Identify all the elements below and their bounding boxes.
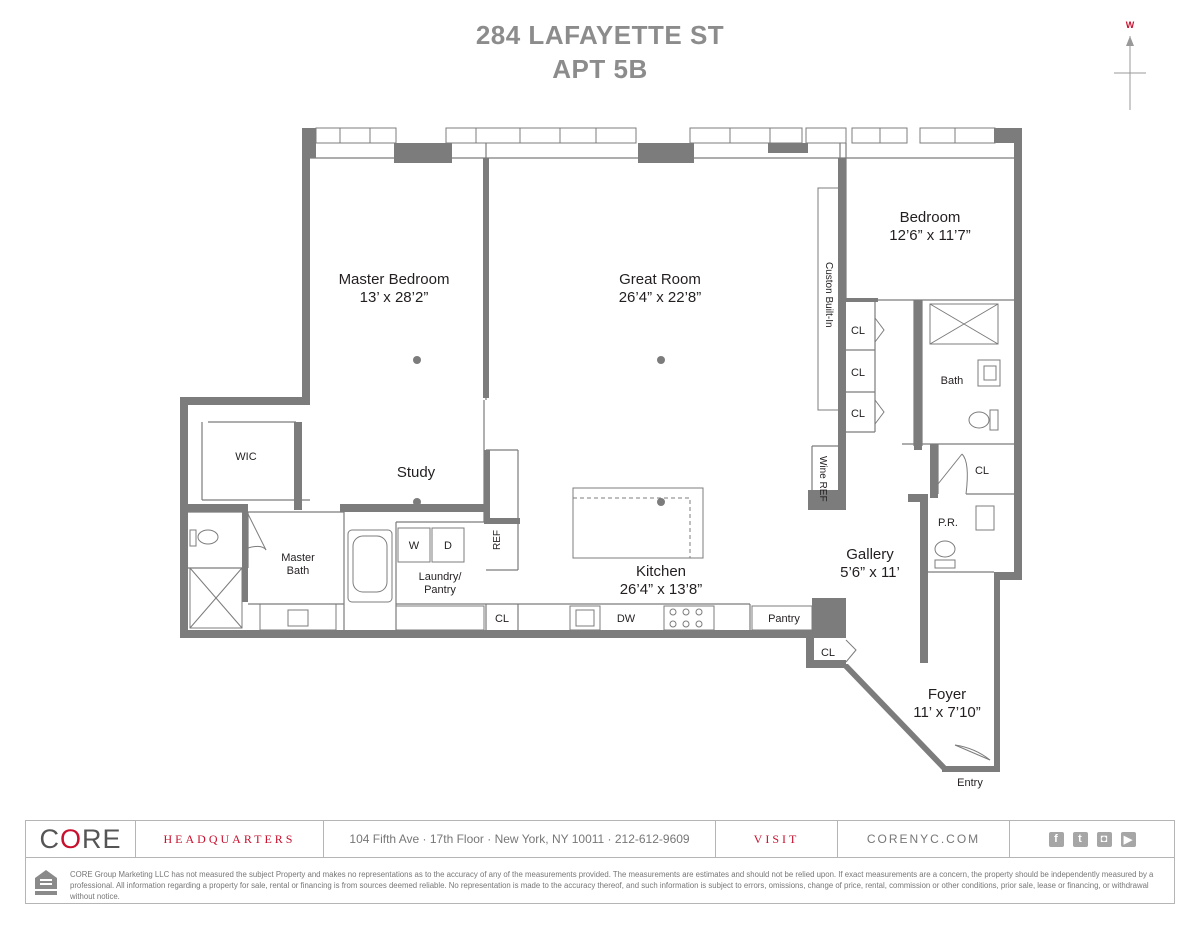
kitchen-dims: 26’4” x 13’8” xyxy=(620,581,703,598)
apartment-title: APT 5B xyxy=(552,54,648,84)
master-bath-sink xyxy=(287,609,309,627)
master-bedroom-dims: 13’ x 28’2” xyxy=(360,289,429,306)
entry-label: Entry xyxy=(957,777,983,789)
bedroom-name: Bedroom xyxy=(900,209,961,226)
headquarters-cell: HEADQUARTERS xyxy=(136,821,324,857)
dryer-label: D xyxy=(444,540,452,552)
youtube-icon[interactable]: ▶ xyxy=(1120,831,1136,847)
visit-label: VISIT xyxy=(753,831,800,846)
bedroom-dims: 12’6” x 11’7” xyxy=(889,227,970,244)
address-title: 284 LAFAYETTE ST xyxy=(475,20,725,50)
ref-label: REF xyxy=(492,530,503,550)
bathtub xyxy=(347,529,393,603)
logo-re: RE xyxy=(82,823,122,854)
pantry-label: Pantry xyxy=(768,613,800,625)
visit-cell: VISIT xyxy=(716,821,838,857)
master-shower xyxy=(189,567,243,629)
study-label: Study xyxy=(397,464,436,481)
floor-plan: W xyxy=(180,20,1146,789)
bath-label: Bath xyxy=(941,375,964,387)
pr-sink xyxy=(975,505,995,531)
bath-sink xyxy=(977,359,1001,387)
windows xyxy=(315,127,996,144)
bath-toilet xyxy=(968,411,990,429)
website-cell[interactable]: CORENYC.COM xyxy=(838,821,1010,857)
washer-label: W xyxy=(409,540,420,552)
master-bath-label-2: Bath xyxy=(287,565,310,577)
website-link[interactable]: CORENYC.COM xyxy=(866,832,981,846)
bath-closet-label: CL xyxy=(975,465,989,477)
logo-o: O xyxy=(59,823,82,854)
foyer-closet-label: CL xyxy=(821,647,835,659)
laundry-label-1: Laundry/ xyxy=(419,571,463,583)
laundry-label-2: Pantry xyxy=(424,584,456,596)
partition-walls xyxy=(180,158,938,602)
range xyxy=(663,605,715,631)
footer-bar: CORE HEADQUARTERS 104 Fifth Ave · 17th F… xyxy=(26,821,1174,858)
custom-builtin-label: Custon Built-In xyxy=(823,262,834,328)
washer xyxy=(397,527,431,563)
kitchen-closet-label: CL xyxy=(495,613,509,625)
address-cell: 104 Fifth Ave · 17th Floor · New York, N… xyxy=(324,821,716,857)
pantry-cabinet xyxy=(751,605,813,631)
master-bath-label-1: Master xyxy=(281,552,315,564)
closet-1-label: CL xyxy=(851,325,865,337)
compass-label: W xyxy=(1126,20,1135,30)
office-address: 104 Fifth Ave · 17th Floor · New York, N… xyxy=(349,832,690,846)
facebook-icon[interactable]: f xyxy=(1048,831,1064,847)
dishwasher-label: DW xyxy=(617,613,636,625)
custom-builtin xyxy=(817,187,841,411)
wine-ref-label: Wine REF xyxy=(817,456,828,502)
master-toilet xyxy=(197,529,219,545)
gallery-dims: 5’6” x 11’ xyxy=(840,564,900,581)
compass-icon: W xyxy=(1114,20,1146,110)
closet-2-label: CL xyxy=(851,367,865,379)
footer: CORE HEADQUARTERS 104 Fifth Ave · 17th F… xyxy=(25,820,1175,904)
great-room-dims: 26’4” x 22’8” xyxy=(619,289,702,306)
great-room-name: Great Room xyxy=(619,271,701,288)
fixtures xyxy=(189,187,1001,631)
kitchen-island xyxy=(572,487,704,559)
core-logo[interactable]: CORE xyxy=(26,821,136,857)
exterior-walls xyxy=(180,128,1022,772)
foyer-dims: 11’ x 7’10” xyxy=(913,704,981,721)
ceiling-light-markers xyxy=(413,356,665,506)
doors xyxy=(247,317,991,761)
logo-text: CORE xyxy=(39,824,121,855)
social-links: f t ◘ ▶ xyxy=(1010,821,1174,857)
dryer xyxy=(431,527,465,563)
bath-shower xyxy=(929,303,999,345)
twitter-icon[interactable]: t xyxy=(1072,831,1088,847)
kitchen-sink xyxy=(569,605,601,631)
headquarters-label: HEADQUARTERS xyxy=(163,831,296,846)
kitchen-name: Kitchen xyxy=(636,563,686,580)
closet-3-label: CL xyxy=(851,408,865,420)
wic-label: WIC xyxy=(235,451,256,463)
logo-c: C xyxy=(39,823,60,854)
pr-toilet xyxy=(934,540,956,558)
room-labels: Master Bedroom 13’ x 28’2” Great Room 26… xyxy=(235,209,989,789)
powder-room-label: P.R. xyxy=(938,517,958,529)
master-bedroom-name: Master Bedroom xyxy=(339,271,450,288)
equal-housing-icon xyxy=(35,870,57,895)
foyer-name: Foyer xyxy=(928,686,966,703)
gallery-name: Gallery xyxy=(846,546,894,563)
disclaimer-text: CORE Group Marketing LLC has not measure… xyxy=(70,870,1154,901)
instagram-icon[interactable]: ◘ xyxy=(1096,831,1112,847)
